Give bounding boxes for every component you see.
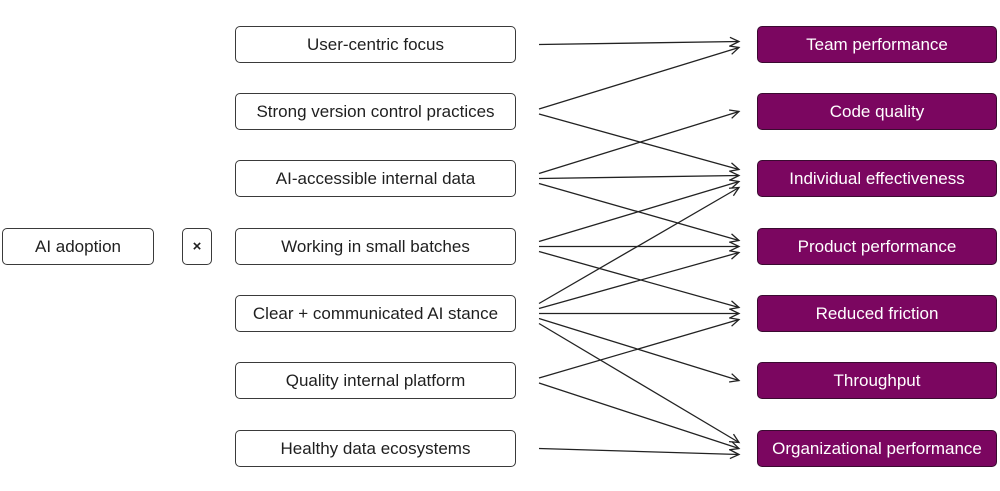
arrowhead: [729, 179, 741, 189]
arrow-strong-version-control-practices-to-individual-effectiveness: [538, 113, 741, 172]
factor-label: Clear + communicated AI stance: [252, 303, 499, 323]
arrow-working-in-small-batches-to-individual-effectiveness: [538, 179, 741, 243]
source-label: AI adoption: [34, 236, 121, 256]
arrow-working-in-small-batches-to-reduced-friction: [538, 250, 741, 310]
factor-box-strong-version-control-practices: Strong version control practices: [235, 93, 516, 130]
arrowhead: [729, 317, 741, 327]
arrowhead: [729, 449, 741, 460]
arrowhead: [728, 186, 741, 197]
outcome-label: Code quality: [829, 101, 925, 121]
arrowhead: [728, 433, 741, 444]
outcome-box-individual-effectiveness: Individual effectiveness: [757, 160, 997, 197]
arrow-strong-version-control-practices-to-team-performance: [538, 45, 741, 110]
outcome-box-organizational-performance: Organizational performance: [757, 430, 997, 467]
arrowhead: [729, 441, 741, 451]
arrow-user-centric-focus-to-team-performance: [538, 36, 741, 47]
factor-box-working-in-small-batches: Working in small batches: [235, 228, 516, 265]
factor-box-clear-communicated-ai-stance: Clear + communicated AI stance: [235, 295, 516, 332]
multiply-icon: ×: [192, 238, 202, 255]
outcome-box-throughput: Throughput: [757, 362, 997, 399]
factor-label: Healthy data ecosystems: [280, 438, 471, 458]
arrowhead: [729, 170, 741, 181]
arrow-clear-communicated-ai-stance-to-organizational-performance: [538, 322, 741, 444]
arrowhead: [729, 308, 741, 319]
factor-label: User-centric focus: [307, 34, 444, 54]
arrowhead: [729, 373, 741, 383]
outcome-label: Individual effectiveness: [789, 168, 965, 188]
outcome-box-reduced-friction: Reduced friction: [757, 295, 997, 332]
outcome-box-product-performance: Product performance: [757, 228, 997, 265]
outcome-label: Product performance: [797, 236, 957, 256]
factor-box-healthy-data-ecosystems: Healthy data ecosystems: [235, 430, 516, 467]
arrow-healthy-data-ecosystems-to-organizational-performance: [538, 447, 741, 460]
factor-box-quality-internal-platform: Quality internal platform: [235, 362, 516, 399]
factor-label: Quality internal platform: [285, 370, 466, 390]
arrowhead: [729, 45, 741, 55]
arrow-quality-internal-platform-to-reduced-friction: [538, 317, 741, 379]
multiply-operator-box: ×: [182, 228, 212, 265]
arrowhead: [729, 109, 741, 119]
arrow-quality-internal-platform-to-organizational-performance: [538, 382, 741, 451]
arrow-clear-communicated-ai-stance-to-individual-effectiveness: [538, 186, 741, 305]
arrowhead: [729, 233, 741, 243]
outcome-label: Organizational performance: [772, 438, 982, 458]
outcome-box-team-performance: Team performance: [757, 26, 997, 63]
factor-label: Strong version control practices: [256, 101, 495, 121]
arrowhead: [729, 162, 741, 172]
arrowhead: [729, 36, 741, 47]
factor-box-ai-accessible-internal-data: AI-accessible internal data: [235, 160, 516, 197]
outcome-label: Team performance: [806, 34, 948, 54]
arrow-ai-accessible-internal-data-to-product-performance: [538, 182, 741, 243]
arrow-ai-accessible-internal-data-to-code-quality: [538, 109, 741, 175]
arrow-working-in-small-batches-to-product-performance: [539, 241, 741, 252]
outcome-box-code-quality: Code quality: [757, 93, 997, 130]
arrowhead: [729, 300, 741, 310]
outcome-label: Throughput: [833, 370, 921, 390]
arrowhead: [729, 241, 741, 252]
factor-box-user-centric-focus: User-centric focus: [235, 26, 516, 63]
outcome-label: Reduced friction: [815, 303, 939, 323]
arrow-ai-accessible-internal-data-to-individual-effectiveness: [538, 170, 741, 181]
factor-label: Working in small batches: [281, 236, 470, 256]
arrow-clear-communicated-ai-stance-to-reduced-friction: [539, 308, 741, 319]
arrow-clear-communicated-ai-stance-to-throughput: [538, 317, 741, 383]
factor-label: AI-accessible internal data: [275, 168, 476, 188]
source-box-ai-adoption: AI adoption: [2, 228, 154, 265]
arrowhead: [729, 250, 741, 260]
arrow-clear-communicated-ai-stance-to-product-performance: [538, 250, 741, 310]
